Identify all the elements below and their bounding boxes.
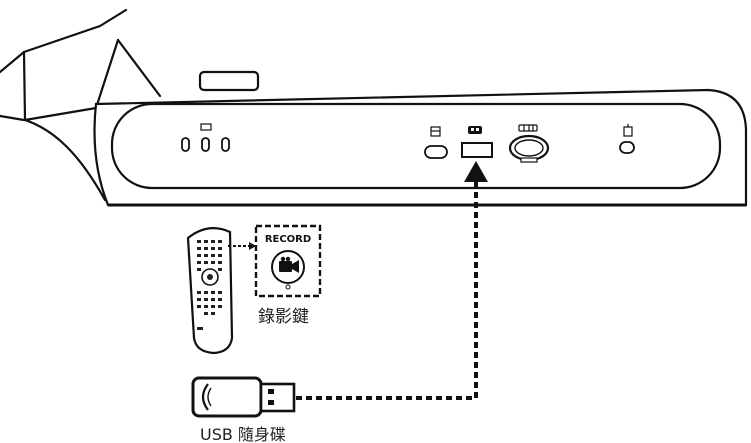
- record-indicator-dot: [285, 284, 291, 290]
- remote-buttons-top: [197, 240, 222, 271]
- usb-plug: [259, 382, 296, 413]
- status-led-icon: [200, 123, 212, 131]
- camera-arm: [0, 8, 162, 202]
- record-callout-pointer: [228, 242, 256, 250]
- front-panel: [110, 102, 722, 190]
- sd-card-icon: [430, 126, 441, 137]
- status-leds: [181, 137, 230, 152]
- status-led: [221, 137, 230, 152]
- usb-connection-arrow: [296, 161, 488, 400]
- usb-drive-caption: USB 隨身碟: [200, 425, 286, 443]
- usb-flash-drive: [191, 376, 296, 418]
- status-led: [201, 137, 210, 152]
- camera-base: [93, 70, 748, 207]
- remote-dpad: [201, 268, 219, 286]
- record-key-caption: 錄影鍵: [258, 307, 309, 327]
- remote-control: [186, 227, 234, 355]
- record-button-label: RECORD: [265, 234, 311, 245]
- usb-port-icon: [468, 126, 482, 134]
- sd-card-slot: [424, 145, 448, 159]
- video-out-port-tab: [520, 157, 538, 163]
- remote-buttons-bottom: [197, 291, 222, 330]
- video-out-icon: [518, 124, 538, 132]
- status-led: [181, 137, 190, 152]
- video-camera-icon: [279, 256, 299, 273]
- power-icon: [623, 124, 633, 137]
- record-callout: RECORD: [254, 224, 322, 298]
- base-knob: [198, 70, 260, 92]
- arrow-head: [464, 161, 488, 182]
- power-port: [619, 141, 635, 154]
- usb-port: [461, 142, 493, 158]
- video-out-port-inner: [514, 139, 544, 157]
